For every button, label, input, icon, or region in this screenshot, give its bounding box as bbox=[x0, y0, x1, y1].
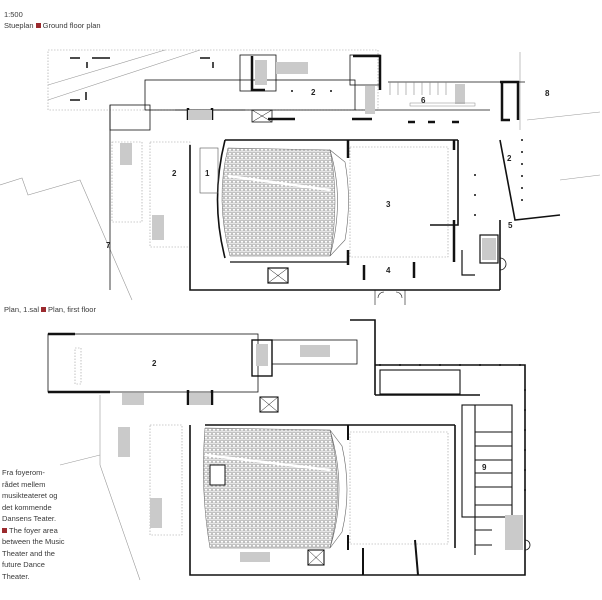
note-no-line: det kommende bbox=[2, 502, 52, 512]
marker-square-icon bbox=[35, 23, 41, 28]
caption-en: Plan, first floor bbox=[48, 305, 96, 314]
room-label-4: 4 bbox=[386, 266, 391, 275]
room-label-1: 1 bbox=[205, 169, 210, 178]
room-label-2: 2 bbox=[152, 359, 157, 368]
note-en-line: between the Music bbox=[2, 537, 65, 546]
note-en-line: future Dance bbox=[2, 560, 45, 569]
room-label-2: 2 bbox=[311, 88, 316, 97]
room-label-8: 8 bbox=[545, 89, 550, 98]
room-label-7: 7 bbox=[106, 241, 111, 250]
first-floor-caption: Plan, 1.sal Plan, first floor bbox=[4, 304, 96, 315]
note-no-line: rådet mellem bbox=[2, 479, 46, 489]
caption-no: Plan, 1.sal bbox=[4, 305, 40, 314]
caption-no: Stueplan bbox=[4, 21, 34, 30]
ground-floor-plan: 1 2 2 2 3 4 5 6 7 8 bbox=[0, 49, 601, 305]
caption-en: Ground floor plan bbox=[42, 21, 101, 30]
room-label-2: 2 bbox=[507, 154, 512, 163]
note-en-line: The foyer area bbox=[2, 525, 72, 537]
marker-square-icon bbox=[2, 527, 7, 533]
note-en-line: Theater and the bbox=[2, 548, 55, 558]
note-en-line: Theater. bbox=[2, 571, 30, 581]
room-label-5: 5 bbox=[508, 221, 513, 230]
note-no-line: musikteateret og bbox=[2, 491, 58, 500]
note-no-line: Fra foyerom- bbox=[2, 468, 45, 477]
marker-square-icon bbox=[41, 307, 47, 312]
room-label-9: 9 bbox=[482, 463, 487, 472]
side-note: Fra foyerom- rådet mellem musikteateret … bbox=[2, 467, 72, 582]
room-label-6: 6 bbox=[421, 96, 426, 105]
ground-floor-caption: Stueplan Ground floor plan bbox=[4, 20, 101, 31]
note-no-line: Dansens Teater. bbox=[2, 514, 57, 523]
room-label-2: 2 bbox=[172, 169, 177, 178]
room-label-3: 3 bbox=[386, 200, 391, 209]
scale-label: 1:500 bbox=[4, 10, 23, 19]
